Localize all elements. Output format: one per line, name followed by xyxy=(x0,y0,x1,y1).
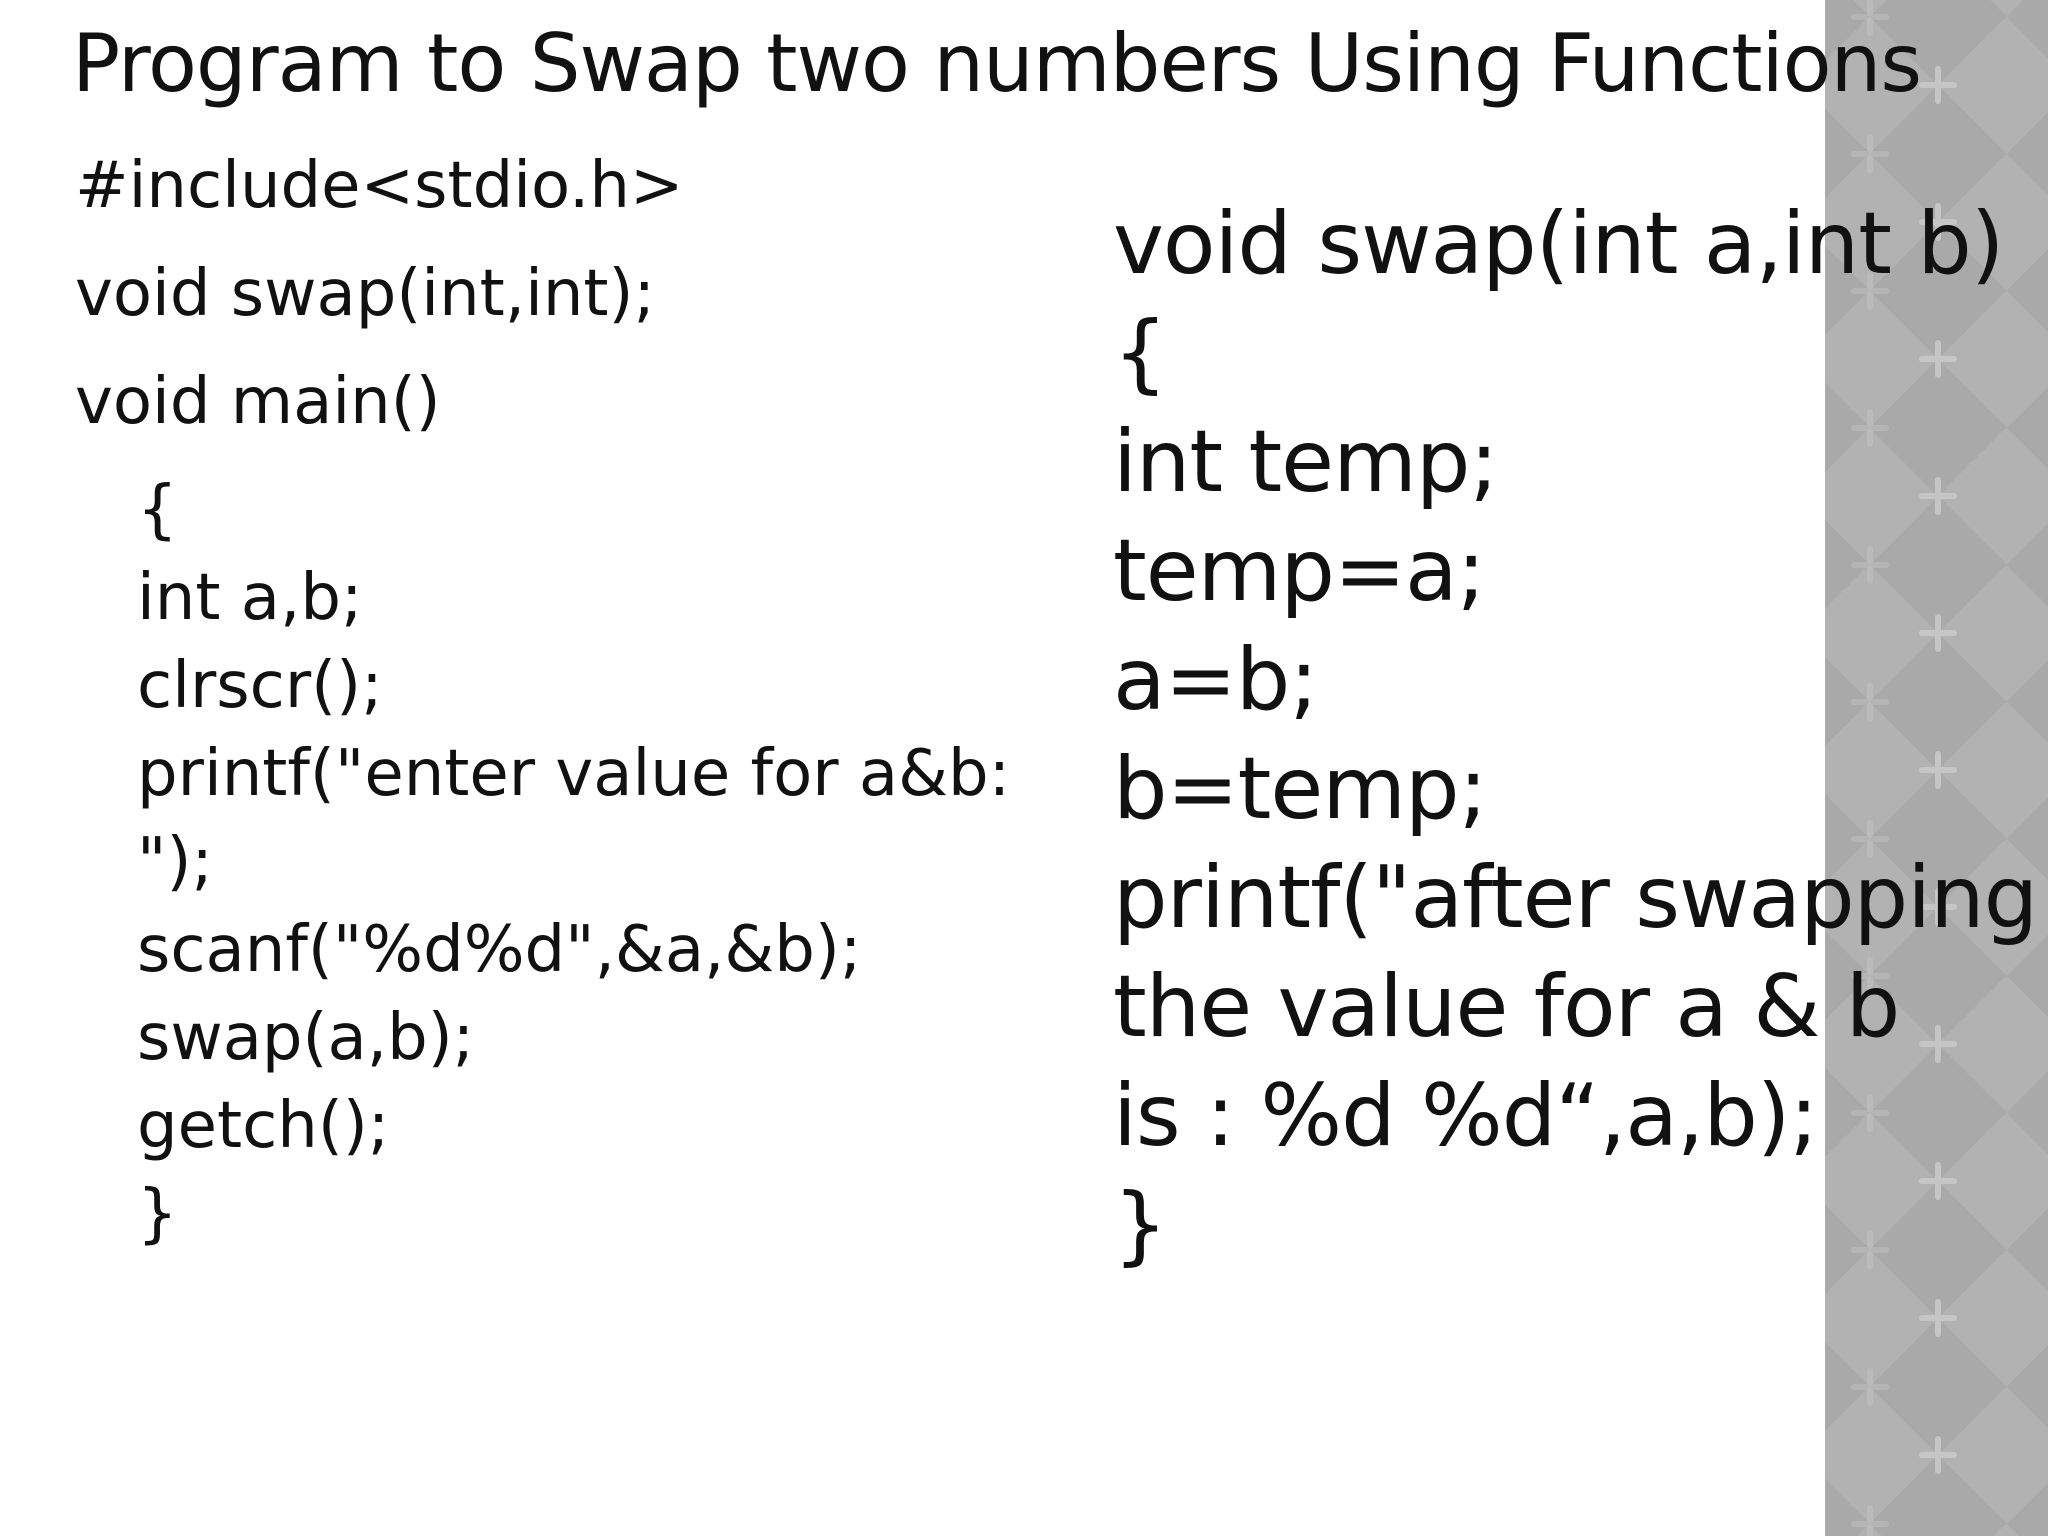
left-code-block: #include<stdio.h> void swap(int,int); vo… xyxy=(75,142,1010,1258)
code-line: the value for a & b xyxy=(1113,957,1900,1057)
code-line: int temp; xyxy=(1113,412,1498,512)
code-line: void main() xyxy=(75,365,441,439)
code-line: temp=a; xyxy=(1113,521,1486,621)
code-line: is : %d %d“,a,b); xyxy=(1113,1066,1818,1166)
sparkle-icon xyxy=(1850,682,1889,721)
code-line: #include<stdio.h> xyxy=(75,149,684,223)
sparkle-icon xyxy=(1919,888,1957,926)
sparkle-icon xyxy=(1850,0,1889,36)
sparkle-icon xyxy=(1850,545,1889,584)
code-line: void swap(int a,int b) xyxy=(1113,194,2004,294)
sparkle-icon xyxy=(1919,1025,1957,1063)
sparkle-icon xyxy=(1850,956,1889,995)
code-line: b=temp; xyxy=(1113,739,1488,839)
code-line: getch(); xyxy=(137,1089,390,1163)
sparkle-icon xyxy=(1850,1230,1889,1269)
code-line: "); xyxy=(137,825,213,899)
sparkle-icon xyxy=(1850,408,1889,447)
sparkle-icon xyxy=(1850,819,1889,858)
sparkle-icon xyxy=(1919,1162,1957,1200)
left-code-body: { int a,b; clrscr(); printf("enter value… xyxy=(137,466,1010,1258)
slide-title: Program to Swap two numbers Using Functi… xyxy=(72,17,1922,110)
sparkle-icon xyxy=(1919,477,1957,515)
sparkle-icon xyxy=(1919,203,1957,241)
sparkle-icon xyxy=(1919,1436,1957,1474)
code-line: { xyxy=(137,473,178,547)
code-line: printf("after swapping xyxy=(1113,848,2038,948)
code-line: int a,b; xyxy=(137,561,363,635)
sparkle-icon xyxy=(1850,271,1889,310)
code-line: } xyxy=(137,1177,178,1251)
code-line: scanf("%d%d",&a,&b); xyxy=(137,913,862,987)
right-code-block: void swap(int a,int b) { int temp; temp=… xyxy=(1113,190,2038,1280)
code-line: void swap(int,int); xyxy=(75,257,656,331)
sparkle-icon xyxy=(1850,1093,1889,1132)
sparkle-icon xyxy=(1919,1299,1957,1337)
code-line: swap(a,b); xyxy=(137,1001,475,1075)
code-line: } xyxy=(1113,1175,1168,1275)
sparkle-icon xyxy=(1850,134,1889,173)
sparkle-icon xyxy=(1919,614,1957,652)
sparkle-icon xyxy=(1919,340,1957,378)
sparkle-icon xyxy=(1919,66,1957,104)
code-line: { xyxy=(1113,303,1168,403)
code-line: a=b; xyxy=(1113,630,1318,730)
sparkle-icon xyxy=(1850,1367,1889,1406)
code-line: clrscr(); xyxy=(137,649,383,723)
sparkle-icon xyxy=(1919,751,1957,789)
code-line: printf("enter value for a&b: xyxy=(137,737,1011,811)
sparkle-icon xyxy=(1850,1504,1889,1536)
right-sidebar-pattern xyxy=(1825,0,2048,1536)
